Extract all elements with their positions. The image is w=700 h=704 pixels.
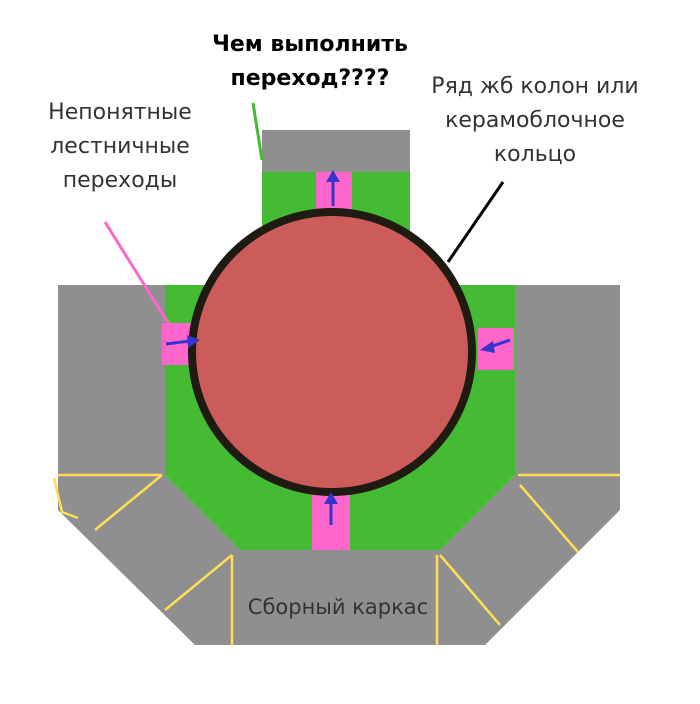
- question-label-line: переход????: [230, 66, 390, 91]
- leader-line-stairs: [103, 221, 172, 327]
- frame-seams: [52, 473, 620, 645]
- ring-label: Ряд жб колон или керамоблочное кольцо: [400, 70, 670, 172]
- stairs-label: Непонятные лестничные переходы: [10, 96, 230, 198]
- passage-arrows: [165, 170, 511, 525]
- leader-line-ring: [446, 181, 505, 263]
- question-label: Чем выполнить переход????: [150, 28, 470, 96]
- arrow-icon: [480, 338, 511, 353]
- right-gray-wing: [440, 285, 620, 645]
- prefab-frame: [58, 130, 620, 645]
- central-column-ring: [188, 208, 476, 496]
- top-gray-block: [262, 130, 410, 172]
- stairs-label-line: Непонятные: [48, 100, 192, 125]
- arrow-icon: [165, 335, 200, 348]
- frame-label: Сборный каркас: [247, 595, 429, 619]
- stairs-label-line: лестничные: [50, 134, 190, 159]
- arrow-icon: [326, 170, 340, 206]
- stairs-label-line: переходы: [62, 168, 178, 193]
- ring-label-line: кольцо: [493, 142, 577, 167]
- ring-label-line: Ряд жб колон или: [431, 74, 639, 99]
- left-gray-wing: [58, 285, 240, 645]
- bottom-gray-block: [232, 550, 442, 645]
- arrow-icon: [324, 492, 338, 525]
- question-label-line: Чем выполнить: [212, 32, 408, 57]
- leader-line-question: [251, 102, 264, 161]
- ring-label-line: керамоблочное: [445, 108, 625, 133]
